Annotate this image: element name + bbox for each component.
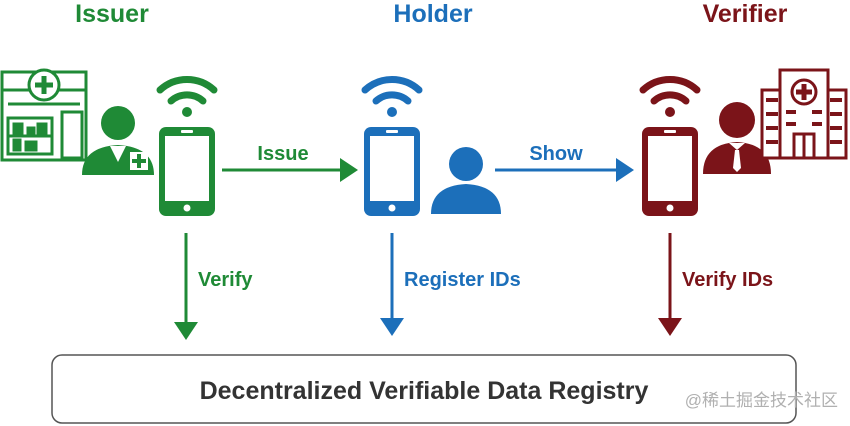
register-ids-arrow (380, 233, 404, 336)
registry-box (51, 354, 797, 424)
register-ids-label: Register IDs (404, 269, 521, 291)
watermark-text: @稀土掘金技术社区 (685, 391, 838, 410)
verifier-smartphone-icon (642, 127, 698, 216)
verify-ids-arrow (658, 233, 682, 336)
show-arrow (495, 158, 634, 182)
hospital-icon (760, 68, 848, 160)
businessman-icon (703, 102, 771, 174)
registry-label: Decentralized Verifiable Data Registry (200, 377, 649, 405)
verifier-wifi-icon (639, 76, 701, 117)
issuer-wifi-icon (156, 76, 218, 117)
verifier-title: Verifier (703, 0, 788, 28)
holder-smartphone-icon (364, 127, 420, 216)
pharmacy-store-icon (0, 68, 88, 162)
issuer-title: Issuer (75, 0, 149, 28)
issue-arrow (222, 158, 358, 182)
holder-title: Holder (393, 0, 472, 28)
verify-label: Verify (198, 269, 253, 291)
verify-ids-label: Verify IDs (682, 269, 773, 291)
verify-arrow (174, 233, 198, 340)
user-icon (431, 147, 501, 214)
holder-wifi-icon (361, 76, 423, 117)
issue-label: Issue (257, 143, 308, 165)
pharmacist-icon (82, 106, 154, 175)
issuer-smartphone-icon (159, 127, 215, 216)
show-label: Show (529, 143, 583, 165)
